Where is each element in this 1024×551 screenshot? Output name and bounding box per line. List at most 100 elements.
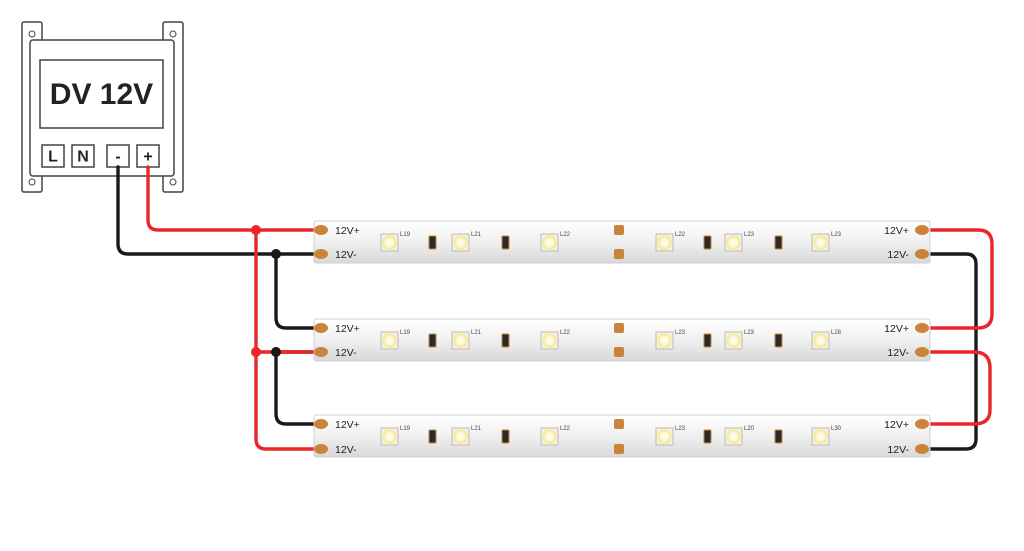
junction-dot-positive: [251, 347, 261, 357]
led-label: L23: [831, 232, 842, 238]
led-chip: [451, 233, 470, 252]
led-chip: [811, 233, 830, 252]
solder-pad: [314, 347, 328, 357]
power-supply: DV 12V L N - +: [21, 21, 184, 193]
terminal-negative: -: [106, 144, 130, 168]
solder-pad: [314, 225, 328, 235]
positive-wire-bus-left: [254, 350, 322, 451]
cut-pad: [614, 225, 624, 235]
solder-pad: [314, 323, 328, 333]
strip-tape: [313, 318, 931, 362]
resistor: [501, 429, 510, 444]
pad-label-right-negative: 12V-: [887, 249, 909, 261]
cut-pad: [614, 419, 624, 429]
pad-label-right-positive: 12V+: [884, 323, 909, 335]
led-chip: [540, 233, 559, 252]
psu-label-box: [39, 59, 164, 129]
negative-wire-main: [116, 165, 322, 256]
solder-pad: [915, 347, 929, 357]
led-label: L22: [560, 330, 571, 336]
solder-pad: [915, 419, 929, 429]
terminal-label: -: [115, 149, 120, 166]
strip-tape: [313, 414, 931, 458]
negative-wire-bus-left: [274, 252, 322, 330]
cut-pad: [614, 323, 624, 333]
junction-dot-negative: [271, 249, 281, 259]
pad-label-left-positive: 12V+: [335, 419, 360, 431]
led-chip: [451, 427, 470, 446]
led-label: L22: [675, 232, 686, 238]
positive-wire-bus-left: [254, 228, 322, 354]
cut-pad: [614, 347, 624, 357]
positive-wires: [146, 165, 994, 451]
terminal-box: [41, 144, 65, 168]
led-label: L28: [831, 330, 842, 336]
resistor: [703, 333, 712, 348]
terminal-positive: +: [136, 144, 160, 168]
pad-label-left-positive: 12V+: [335, 323, 360, 335]
positive-wire-main: [146, 165, 322, 232]
led-label: L19: [400, 426, 411, 432]
junction-dot-positive: [251, 225, 261, 235]
cut-pad: [614, 249, 624, 259]
led-chip: [380, 427, 399, 446]
pad-label-left-positive: 12V+: [335, 225, 360, 237]
led-chip: [380, 233, 399, 252]
led-label: L30: [831, 426, 842, 432]
psu-screw-hole: [169, 178, 177, 186]
pad-label-right-positive: 12V+: [884, 419, 909, 431]
led-strip-2: 12V+ 12V- 12V+ 12V- L19 L21 L22 L23 L23 …: [313, 318, 931, 362]
led-chip: [724, 233, 743, 252]
led-strip-3: 12V+ 12V- 12V+ 12V- L19 L21 L22 L23 L20 …: [313, 414, 931, 458]
led-label: L19: [400, 232, 411, 238]
psu-screw-hole: [169, 30, 177, 38]
resistor: [428, 429, 437, 444]
junctions: [251, 225, 281, 357]
led-label: L22: [560, 232, 571, 238]
led-label: L23: [744, 330, 755, 336]
strip-tape: [313, 220, 931, 264]
pad-label-left-negative: 12V-: [335, 347, 357, 359]
led-label: L19: [400, 330, 411, 336]
solder-pad: [915, 323, 929, 333]
positive-wire-loop-right: [920, 350, 992, 426]
pad-label-right-negative: 12V-: [887, 444, 909, 456]
resistor: [703, 235, 712, 250]
led-chip: [540, 427, 559, 446]
resistor: [501, 333, 510, 348]
resistor: [703, 429, 712, 444]
led-label: L20: [744, 426, 755, 432]
terminal-label: N: [77, 149, 89, 166]
led-label: L23: [675, 426, 686, 432]
solder-pad: [915, 444, 929, 454]
psu-screw-hole: [28, 30, 36, 38]
resistor: [428, 333, 437, 348]
solder-pad: [314, 444, 328, 454]
resistor: [501, 235, 510, 250]
terminal-n: N: [71, 144, 95, 168]
led-chip: [451, 331, 470, 350]
pad-label-left-negative: 12V-: [335, 444, 357, 456]
resistor: [774, 429, 783, 444]
led-label: L23: [675, 330, 686, 336]
pad-label-left-negative: 12V-: [335, 249, 357, 261]
resistor: [774, 333, 783, 348]
cut-pad: [614, 444, 624, 454]
pad-label-right-negative: 12V-: [887, 347, 909, 359]
led-chip: [540, 331, 559, 350]
led-label: L21: [471, 232, 482, 238]
positive-wire-loop-right: [920, 228, 994, 330]
terminal-label: +: [143, 149, 152, 166]
negative-wires: [116, 165, 978, 451]
terminal-box: [71, 144, 95, 168]
led-chip: [811, 331, 830, 350]
resistor: [428, 235, 437, 250]
resistor: [774, 235, 783, 250]
led-label: L23: [744, 232, 755, 238]
led-chip: [655, 233, 674, 252]
led-chip: [724, 331, 743, 350]
psu-title: DV 12V: [50, 78, 153, 111]
led-chip: [655, 427, 674, 446]
